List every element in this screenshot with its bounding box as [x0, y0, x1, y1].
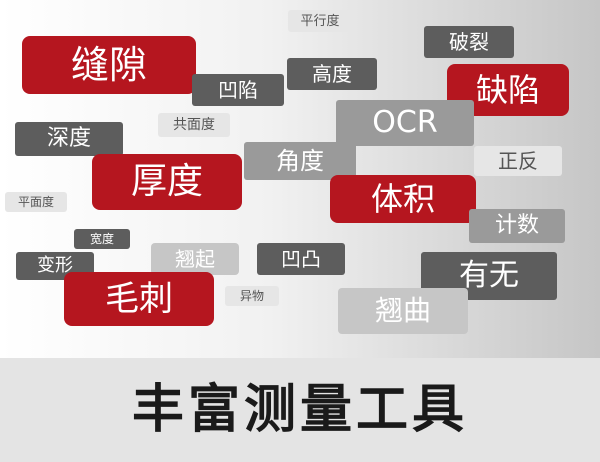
tag-jishu: 计数 [469, 209, 565, 243]
tag-maoci: 毛刺 [64, 272, 214, 326]
tag-ocr: OCR [336, 100, 474, 146]
tag-gaodu: 高度 [287, 58, 377, 90]
tag-shendu: 深度 [15, 122, 123, 156]
tag-jiaodu: 角度 [244, 142, 356, 180]
footer-banner: 丰富测量工具 [0, 358, 600, 462]
tag-houdu: 厚度 [92, 154, 242, 210]
footer-title: 丰富测量工具 [131, 380, 468, 440]
tag-aotu: 凹凸 [257, 243, 345, 275]
tag-yiwu: 异物 [225, 286, 279, 306]
tag-pingxingdu: 平行度 [288, 10, 352, 32]
tag-kuandu: 宽度 [74, 229, 130, 249]
tag-gongmiandu: 共面度 [158, 113, 230, 137]
tag-qiaoqi: 翘起 [151, 243, 239, 275]
tag-pingmiandu: 平面度 [5, 192, 67, 212]
tag-zhengfan: 正反 [474, 146, 562, 176]
tag-cloud: 缝隙 平行度 破裂 凹陷 高度 缺陷 共面度 深度 OCR 角度 正反 厚度 体… [0, 0, 600, 358]
tag-tiji: 体积 [330, 175, 476, 223]
tag-aoxian: 凹陷 [192, 74, 284, 106]
tag-qiaoqu: 翘曲 [338, 288, 468, 334]
tag-fengxi: 缝隙 [22, 36, 196, 94]
tag-polie: 破裂 [424, 26, 514, 58]
